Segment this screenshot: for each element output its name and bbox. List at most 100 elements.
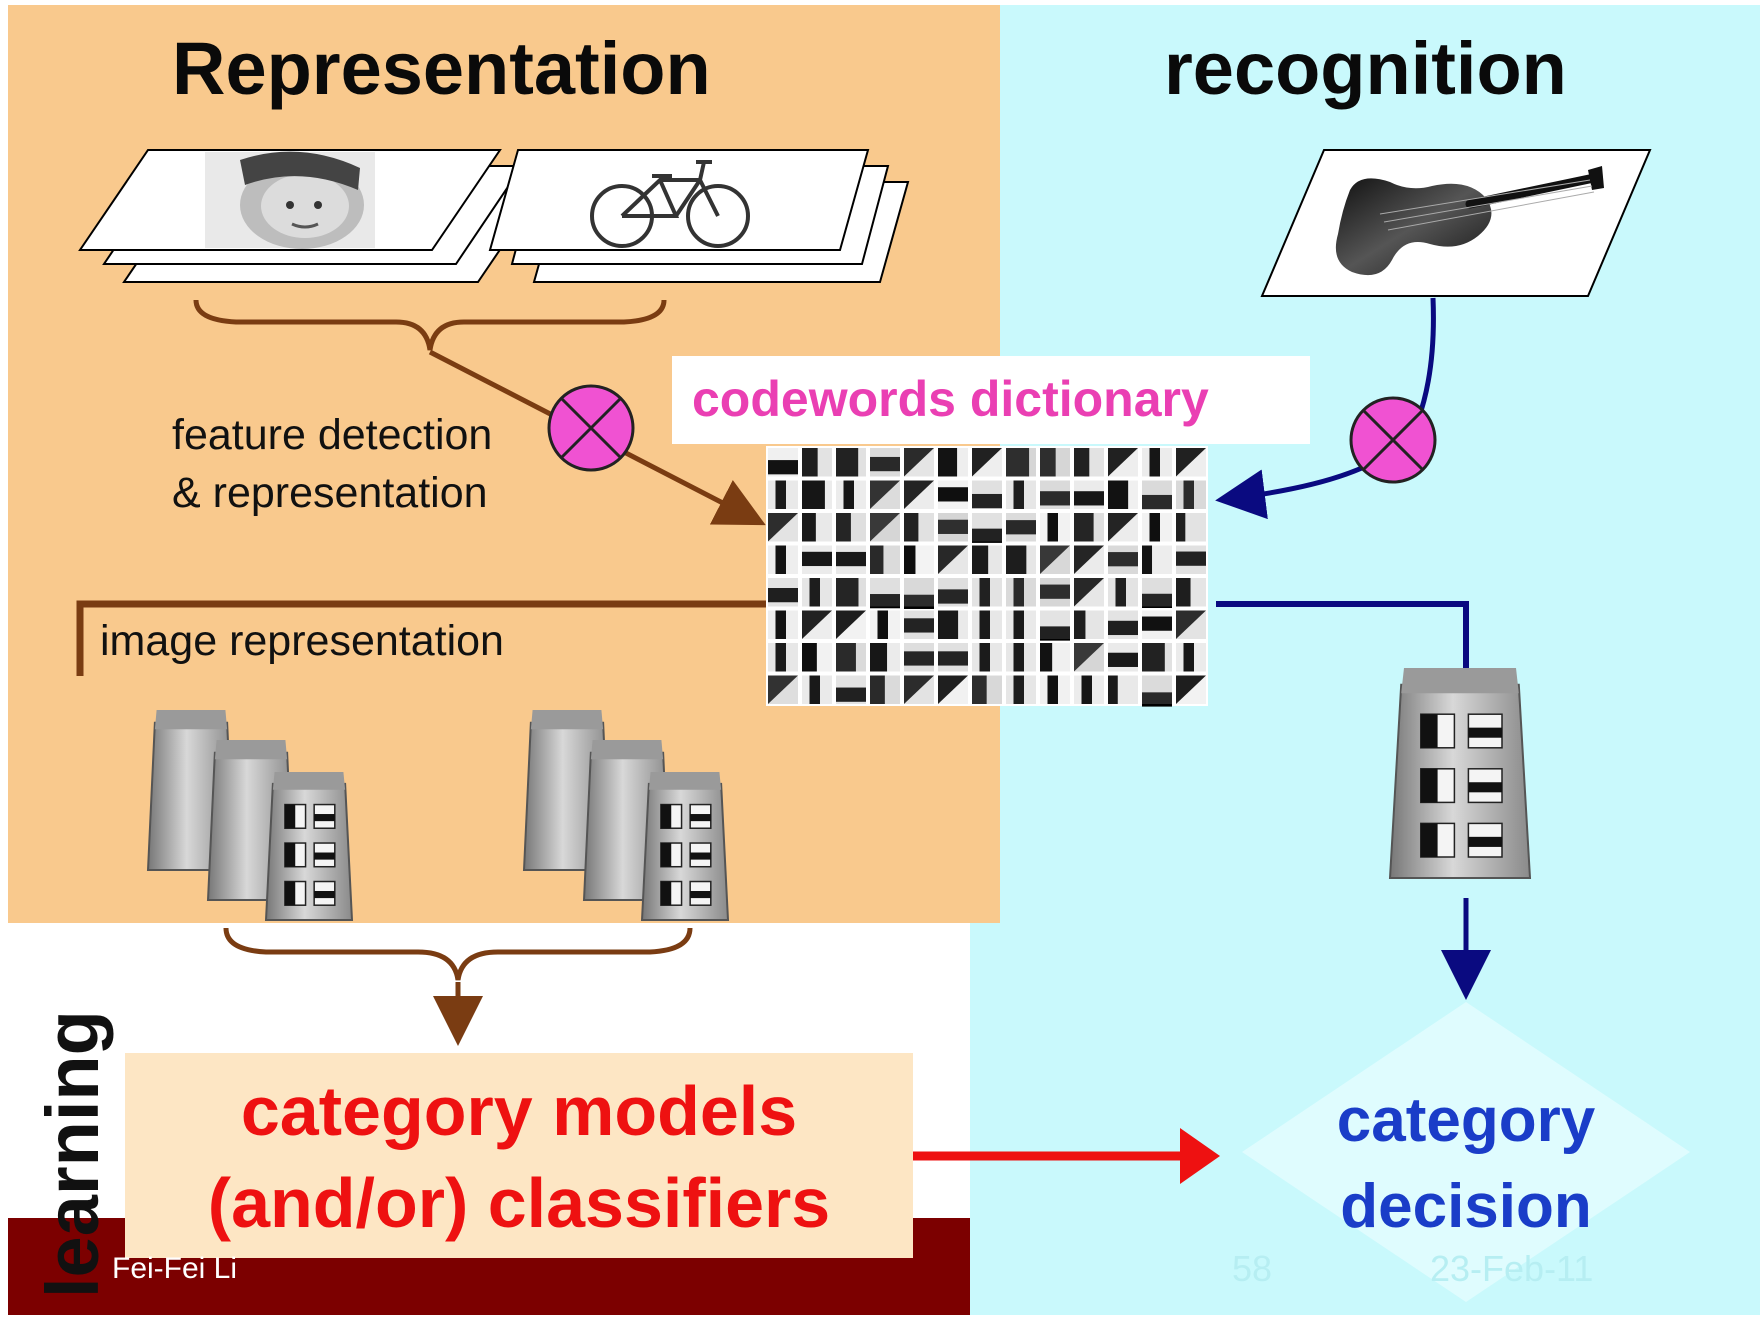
codeword-patch <box>1142 675 1172 707</box>
image-rep-bracket <box>76 600 766 676</box>
codeword-patch <box>904 675 934 704</box>
codeword-patch <box>972 480 1002 509</box>
codeword-patch <box>836 545 866 574</box>
decision-line2: decision <box>1340 1172 1592 1241</box>
codeword-patch <box>802 643 832 672</box>
codeword-patch <box>802 448 832 477</box>
codeword-patch <box>870 480 900 509</box>
codeword-patch <box>836 578 866 607</box>
top-brace <box>193 299 667 351</box>
paper-bag-icon <box>640 772 730 921</box>
codeword-patch <box>1006 448 1036 477</box>
codeword-patch <box>768 545 798 574</box>
codeword-patch <box>904 610 934 639</box>
codeword-patch <box>802 513 832 542</box>
recognition-panel-extension <box>970 923 1000 1315</box>
paper-bag-icon <box>264 772 354 921</box>
codeword-patch <box>1176 480 1206 509</box>
codeword-patch <box>972 448 1002 477</box>
codeword-patch <box>904 643 934 672</box>
codebook-to-bag-line <box>1216 601 1469 690</box>
codeword-patch <box>1108 610 1138 639</box>
image-representation-label: image representation <box>100 617 504 665</box>
codeword-patch <box>1176 675 1206 704</box>
codeword-patch <box>802 578 832 607</box>
codeword-patch <box>1142 643 1172 672</box>
feature-detection-label: feature detection & representation <box>172 410 492 519</box>
codeword-patch <box>938 448 968 477</box>
models-line1: category models <box>240 1072 798 1150</box>
codeword-patch <box>1006 675 1036 704</box>
codeword-patch <box>768 480 798 509</box>
codeword-patch <box>768 448 798 477</box>
codeword-patch <box>768 513 798 542</box>
codeword-patch <box>1040 643 1070 672</box>
codeword-patch <box>972 545 1002 574</box>
codeword-patch <box>836 643 866 672</box>
learning-label: learning <box>31 1010 114 1298</box>
codeword-patch <box>904 448 934 477</box>
codeword-patch <box>1176 513 1206 542</box>
multiply-operator-right-icon <box>1349 396 1437 484</box>
codeword-patch <box>836 513 866 542</box>
codeword-patch <box>1108 578 1138 607</box>
codeword-patch <box>768 643 798 672</box>
codeword-patch <box>972 610 1002 639</box>
codeword-patch <box>870 545 900 574</box>
codeword-patch <box>1074 545 1104 574</box>
codeword-patch <box>1176 610 1206 639</box>
codeword-patch <box>802 545 832 574</box>
codeword-patch <box>904 578 934 609</box>
footer-author: Fei-Fei Li <box>112 1252 238 1285</box>
paper-bag-icon <box>1388 668 1532 879</box>
image-stack-bicycle-icon <box>488 149 910 283</box>
codeword-patch <box>768 610 798 639</box>
codeword-patch <box>836 675 866 704</box>
codeword-patch <box>938 675 968 704</box>
codeword-patch <box>904 545 934 574</box>
feature-detection-line1: feature detection <box>172 411 493 459</box>
codeword-patch <box>1006 578 1036 607</box>
codeword-patch <box>938 643 968 672</box>
codeword-patch <box>1040 675 1070 704</box>
decision-line1: category <box>1336 1086 1596 1155</box>
bottom-brace <box>223 927 693 981</box>
codeword-patch <box>972 513 1002 543</box>
codeword-patch <box>938 610 968 639</box>
codeword-patch <box>1142 545 1172 574</box>
category-models-text: category models (and/or) classifiers <box>125 1065 913 1249</box>
codeword-patch <box>1176 578 1206 607</box>
codeword-patch <box>768 675 798 704</box>
feature-detection-line2: & representation <box>172 468 488 517</box>
codeword-patch <box>870 578 900 609</box>
codeword-patch <box>1108 643 1138 672</box>
codeword-patch <box>938 545 968 574</box>
red-arrowhead <box>1180 1128 1220 1184</box>
codeword-patch <box>802 675 832 704</box>
codeword-patch <box>1142 448 1172 477</box>
violin-image-icon <box>1260 149 1652 297</box>
codeword-patch <box>1108 675 1138 704</box>
recognition-title: recognition <box>1164 27 1567 110</box>
codeword-patch <box>1142 610 1172 639</box>
codeword-patch <box>870 513 900 542</box>
codeword-patch <box>1006 513 1036 542</box>
codeword-patch <box>768 578 798 607</box>
multiply-operator-left-icon <box>547 384 635 472</box>
codeword-patch <box>1040 513 1070 542</box>
codeword-patch <box>1074 480 1104 509</box>
codeword-patch <box>870 643 900 672</box>
codewords-box: codewords dictionary <box>672 356 1310 444</box>
decision-diamond <box>1242 1002 1690 1302</box>
codeword-patch <box>1176 545 1206 574</box>
codeword-patch <box>1040 578 1070 607</box>
codeword-patch <box>1074 578 1104 607</box>
codeword-patch <box>1108 513 1138 542</box>
codeword-patch <box>1006 610 1036 639</box>
codewords-label: codewords dictionary <box>692 371 1209 427</box>
representation-title: Representation <box>172 27 711 110</box>
codeword-patch <box>1108 545 1138 574</box>
image-stack-face-icon <box>78 149 548 283</box>
category-models-box: category models (and/or) classifiers <box>125 1053 913 1258</box>
